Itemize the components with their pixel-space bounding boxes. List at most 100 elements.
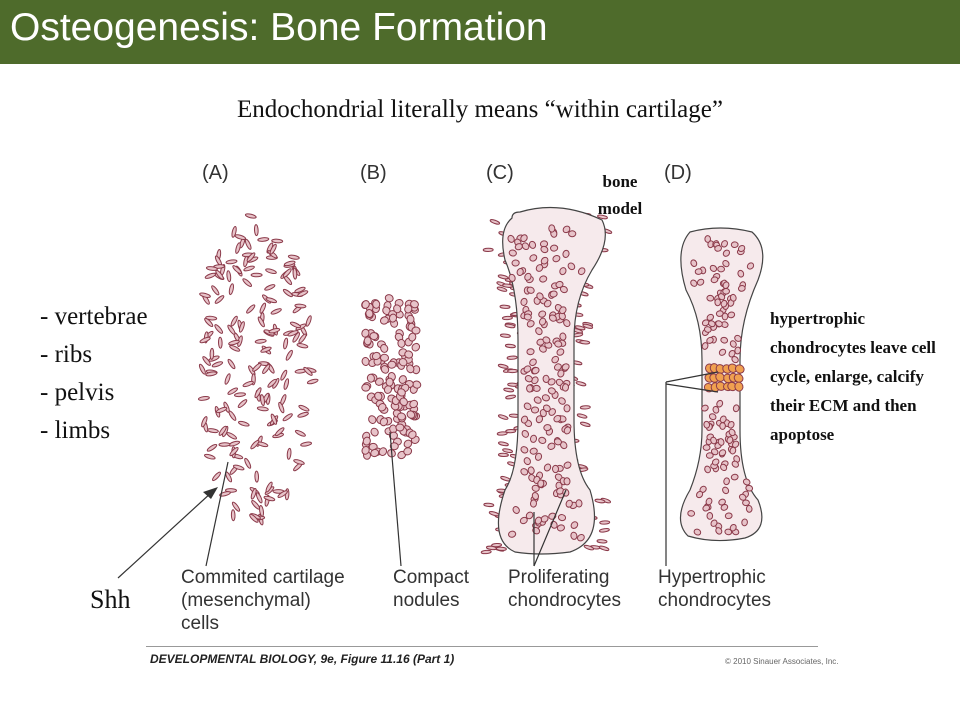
mesenchymal-cell [282, 288, 293, 298]
chondrocyte [706, 512, 714, 520]
proliferating-chondrocyte [529, 358, 537, 367]
proliferating-chondrocyte [556, 524, 565, 532]
mesenchymal-cell [234, 392, 246, 398]
proliferating-chondrocyte [548, 224, 556, 233]
chondrocyte [719, 422, 726, 430]
mesenchymal-cell [231, 226, 237, 238]
proliferating-chondrocyte [542, 374, 550, 383]
chondrocyte [722, 260, 730, 268]
mesenchymal-cell [204, 453, 216, 460]
nodule-cell [410, 300, 419, 309]
proliferating-chondrocyte [553, 363, 562, 371]
mesenchymal-cell [257, 316, 265, 328]
mesenchymal-cell [254, 338, 267, 344]
chondrocyte [708, 413, 717, 421]
mesenchymal-cell [206, 428, 219, 434]
mesenchymal-cell [230, 509, 236, 522]
chondrocyte [708, 320, 716, 328]
mesenchymal-cell [270, 413, 278, 425]
proliferating-chondrocyte [536, 292, 544, 301]
chondrocyte [738, 493, 747, 501]
mesenchymal-cell [283, 378, 290, 390]
proliferating-chondrocyte [554, 340, 563, 348]
proliferating-chondrocyte [563, 319, 571, 328]
chondrocyte [706, 336, 714, 344]
perichondrial-cell [599, 520, 611, 525]
perichondrial-cell [497, 414, 509, 420]
chondrocyte [714, 245, 722, 252]
proliferating-chondrocyte [523, 402, 532, 411]
mesenchymal-cell [214, 324, 224, 334]
chondrocyte [742, 478, 751, 486]
mesenchymal-cell [250, 272, 263, 278]
perichondrial-cell [496, 431, 508, 436]
mesenchymal-cell [246, 252, 256, 263]
mesenchymal-cell [292, 332, 300, 343]
proliferating-chondrocyte [534, 452, 543, 461]
proliferating-chondrocyte [520, 446, 529, 454]
perichondrial-cell [480, 549, 492, 555]
mesenchymal-cell [205, 371, 218, 377]
chondrocyte [701, 342, 709, 350]
chondrocyte [731, 460, 739, 468]
chondrocyte [715, 527, 723, 535]
shh-arrowhead [203, 487, 218, 499]
mesenchymal-cell [297, 411, 309, 418]
leader-a [205, 461, 229, 567]
chondrocyte [703, 420, 711, 429]
leader-d-bottom [665, 383, 719, 393]
nodule-cell [370, 448, 380, 458]
perichondrial-cell [488, 511, 500, 517]
chondrocyte [687, 510, 696, 517]
proliferating-chondrocyte [520, 234, 528, 243]
perichondrial-cell [505, 428, 517, 434]
mesenchymal-cell [253, 224, 259, 237]
proliferating-chondrocyte [575, 499, 583, 508]
proliferating-chondrocyte [529, 499, 538, 508]
proliferating-chondrocyte [563, 426, 572, 435]
proliferating-chondrocyte [567, 262, 576, 271]
proliferating-chondrocyte [531, 484, 540, 492]
mesenchymal-cell [211, 361, 224, 368]
nodule-cell [404, 350, 414, 359]
chondrocyte [709, 264, 718, 272]
perichondrial-cell [505, 394, 517, 400]
nodule-cell [361, 357, 370, 366]
hypertrophic-chondrocyte-zone [703, 363, 745, 393]
proliferating-chondrocyte [547, 387, 556, 395]
mesenchymal-cell [232, 464, 245, 471]
nodule-cell [366, 373, 375, 383]
proliferating-chondrocytes [507, 224, 586, 542]
mesenchymal-cell [280, 369, 288, 381]
mesenchymal-cell [283, 260, 296, 267]
chondrocyte [720, 336, 729, 344]
proliferating-chondrocyte [521, 429, 530, 438]
proliferating-chondrocyte [523, 457, 531, 466]
proliferating-chondrocyte [538, 436, 547, 444]
perichondrial-cell [496, 286, 508, 292]
mesenchymal-cells [197, 213, 319, 526]
proliferating-chondrocyte [507, 234, 515, 243]
chondrocyte [737, 285, 746, 292]
proliferating-chondrocyte [549, 290, 558, 298]
mesenchymal-cell [231, 501, 241, 512]
mesenchymal-cell [259, 302, 267, 314]
mesenchymal-cell [232, 265, 242, 275]
mesenchymal-cell [297, 290, 309, 297]
mesenchymal-cell [269, 243, 277, 255]
nodule-cell [365, 309, 374, 318]
mesenchymal-cell [204, 317, 214, 328]
compact-nodule-cells [361, 294, 422, 460]
proliferating-chondrocyte [533, 396, 542, 404]
chondrocyte [703, 326, 712, 333]
mesenchymal-cell [283, 337, 289, 350]
caption-b: Compact nodules [393, 567, 470, 611]
mesenchymal-cell [205, 315, 218, 321]
chondrocyte [717, 438, 725, 446]
chondrocyte [729, 446, 737, 455]
nodule-cell [361, 383, 371, 392]
mesenchymal-cell [293, 459, 305, 465]
perichondrial-cell [504, 343, 516, 349]
mesenchymal-cell [306, 378, 319, 385]
proliferating-chondrocyte [543, 424, 552, 432]
